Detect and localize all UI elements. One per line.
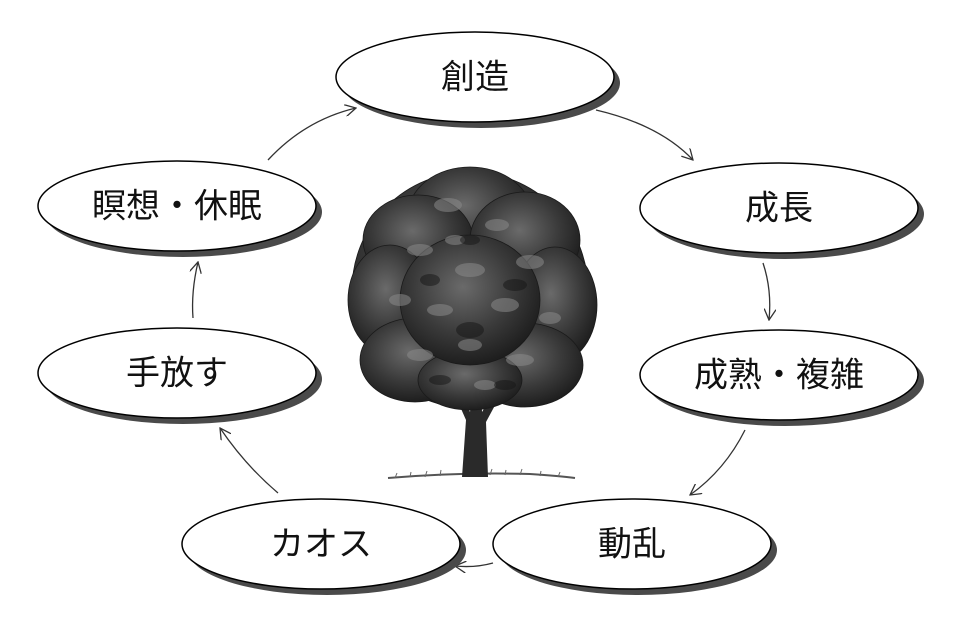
node-ellipse [335,31,615,123]
node-label-growth: 成長 [745,189,813,229]
tree-illustration [347,166,598,479]
node-ellipse [181,498,461,590]
edge-creation-to-growth [595,109,693,160]
edge-upheaval-to-chaos [455,563,494,567]
ground-grass [394,468,561,479]
node-rest: 瞑想・休眠 [37,160,322,257]
node-ellipse [492,498,772,590]
node-label-creation: 創造 [441,58,509,98]
node-label-upheaval: 動乱 [598,525,666,565]
node-chaos: カオス [181,498,466,595]
edge-maturity-to-upheaval [690,429,746,495]
edge-chaos-to-letting-go [220,428,279,494]
tree-foliage [347,166,598,411]
tree-ground [387,472,576,479]
node-label-rest: 瞑想・休眠 [92,187,262,227]
tree-foliage-texture [389,198,561,390]
edge-growth-to-maturity [762,262,770,320]
node-creation: 創造 [335,31,620,128]
edges [193,108,770,567]
node-label-maturity: 成熟・複雑 [694,356,864,396]
node-ellipse [37,327,317,419]
node-label-chaos: カオス [270,525,372,565]
node-ellipse [639,329,919,421]
tree-foliage-shadows [420,235,527,390]
node-ellipse [639,162,919,254]
edge-rest-to-creation [267,108,356,161]
node-upheaval: 動乱 [492,498,777,595]
node-letting-go: 手放す [37,327,322,424]
node-label-letting-go: 手放す [126,354,228,394]
node-ellipse [37,160,317,252]
node-growth: 成長 [639,162,924,259]
node-maturity: 成熟・複雑 [639,329,924,426]
edge-letting-go-to-rest [193,262,198,319]
